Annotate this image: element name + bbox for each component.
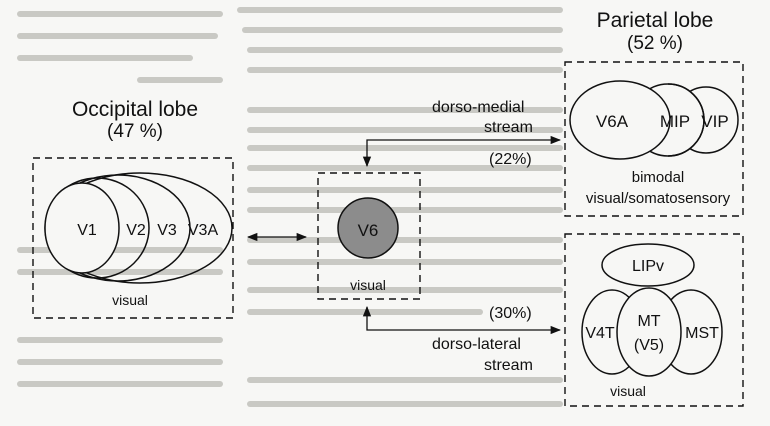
v6-box [317, 172, 421, 300]
dorso-lateral-label: dorso-lateral [432, 336, 521, 353]
v6-circle [337, 197, 399, 259]
v6-modality: visual [350, 277, 386, 293]
area-mst: MST [685, 325, 719, 342]
v1-ellipse [44, 182, 120, 274]
parietal-title: Parietal lobe [596, 9, 714, 32]
area-v3: V3 [157, 222, 177, 239]
area-v6: V6 [358, 221, 379, 240]
area-v3a: V3A [188, 222, 219, 239]
medial-modality-1: bimodal [632, 169, 685, 186]
lateral-parietal-box [564, 233, 744, 407]
area-vip: VIP [701, 112, 728, 131]
occipital-modality: visual [112, 292, 148, 308]
dorso-lateral-arrow [362, 305, 562, 335]
area-v2: V2 [126, 222, 146, 239]
occipital-box [32, 157, 234, 319]
occipital-percent: (47 %) [107, 121, 163, 142]
occipital-title: Occipital lobe [71, 98, 199, 121]
dorso-medial-arrow [362, 135, 562, 168]
v6a-ellipse [569, 80, 671, 160]
dorso-medial-label: dorso-medial [432, 99, 525, 116]
area-v1: V1 [77, 222, 97, 239]
dorso-lateral-stream-word: stream [484, 357, 533, 374]
lipv-ellipse [601, 243, 695, 287]
dorso-medial-percent: (22%) [489, 151, 532, 168]
medial-modality-2: visual/somatosensory [586, 190, 731, 207]
medial-parietal-box [564, 61, 744, 217]
dorso-lateral-percent: (30%) [489, 305, 532, 322]
mip-outline-arc [667, 83, 705, 157]
lateral-modality: visual [610, 383, 646, 399]
area-lipv: LIPv [632, 258, 664, 275]
area-v6a: V6A [596, 112, 629, 131]
dorso-medial-stream-word: stream [484, 119, 533, 136]
area-mip: MIP [660, 112, 690, 131]
area-mt: MT [637, 313, 660, 330]
area-v4t: V4T [585, 325, 615, 342]
mt-ellipse [616, 287, 682, 377]
area-v5: (V5) [634, 337, 664, 354]
parietal-percent: (52 %) [627, 33, 683, 54]
